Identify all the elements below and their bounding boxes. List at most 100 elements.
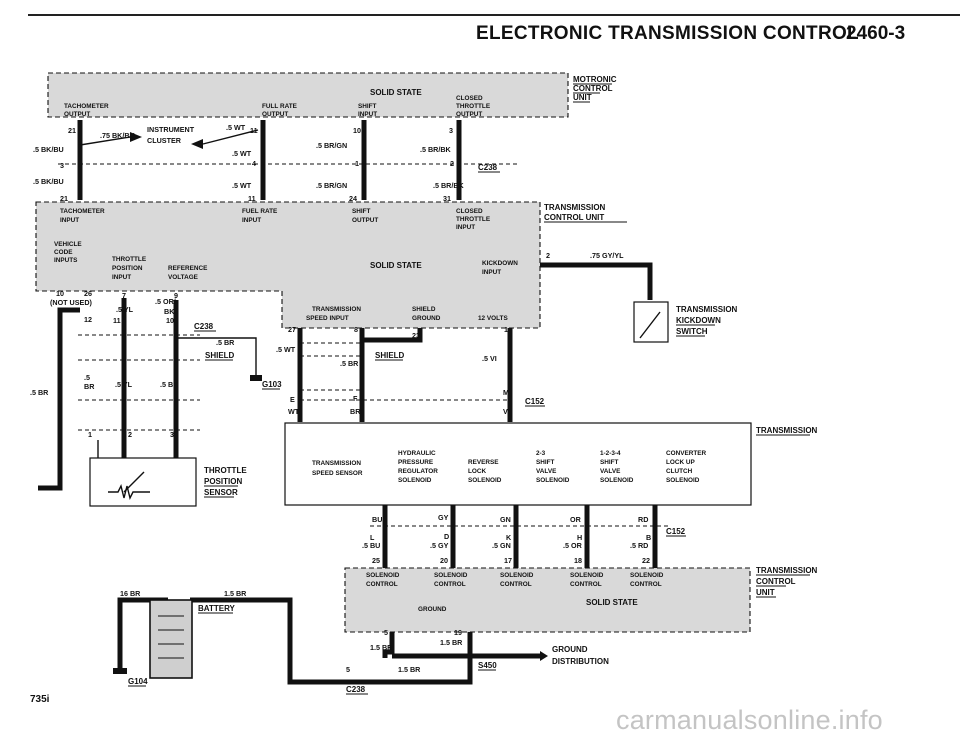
sol-conv-2: LOCK UP bbox=[666, 459, 695, 466]
tps-label-2: POSITION bbox=[204, 477, 242, 486]
scu-ctl-2b: CONTROL bbox=[434, 581, 466, 588]
throttle-sensor-wiring: 7 9 12 11 10 .5 YL .5 OR/ BK C238 .5 BR … bbox=[30, 291, 282, 507]
tcu-shield2: GROUND bbox=[412, 315, 441, 322]
scu-ctl-3b: CONTROL bbox=[500, 581, 532, 588]
wire-br-gn-b: .5 BR/GN bbox=[316, 181, 347, 190]
pin-9: 9 bbox=[174, 291, 178, 300]
pin-24: 24 bbox=[349, 194, 357, 203]
pin-11c: 11 bbox=[113, 316, 121, 325]
wire-gy-yl: .75 GY/YL bbox=[590, 251, 624, 260]
wire-wt-speed: .5 WT bbox=[276, 345, 296, 354]
wire-or5: .5 OR bbox=[563, 541, 583, 550]
wire-br15-c: 1.5 BR bbox=[224, 589, 247, 598]
connector-c238-b: C238 bbox=[194, 322, 214, 331]
pin-21b: 21 bbox=[60, 194, 68, 203]
pin-3c: 3 bbox=[170, 430, 174, 439]
scu-label-1: TRANSMISSION bbox=[756, 566, 818, 575]
motronic-shift2: INPUT bbox=[358, 111, 377, 118]
pin-3b: 3 bbox=[449, 126, 453, 135]
wire-br15-a: 1.5 BR bbox=[440, 638, 463, 647]
wire-vi: .5 VI bbox=[482, 354, 497, 363]
wire-yl-b: .5 YL bbox=[115, 380, 133, 389]
splice-s450: S450 bbox=[478, 661, 497, 670]
pin-3a: 3 bbox=[60, 161, 64, 170]
tcu-tps3: INPUT bbox=[112, 274, 131, 281]
motronic-throttle: CLOSED bbox=[456, 95, 483, 102]
sol-23-4: SOLENOID bbox=[536, 477, 570, 484]
ground-dist-1: GROUND bbox=[552, 645, 588, 654]
motronic-fuel: FULL RATE bbox=[262, 103, 298, 110]
motronic-tach: TACHOMETER bbox=[64, 103, 109, 110]
tps-label-1: THROTTLE bbox=[204, 466, 247, 475]
pin-f: F bbox=[353, 394, 358, 403]
transmission-box bbox=[284, 422, 752, 506]
scu-ctl-5b: CONTROL bbox=[630, 581, 662, 588]
wire-br-bk-a: .5 BR/BK bbox=[420, 145, 452, 154]
motronic-fuel2: OUTPUT bbox=[262, 111, 288, 118]
sol-hyd-1: HYDRAULIC bbox=[398, 450, 436, 457]
watermark: carmanualsonline.info bbox=[616, 705, 883, 735]
tcu-tach: TACHOMETER bbox=[60, 208, 105, 215]
cluster-arrow-in bbox=[130, 132, 142, 142]
tcu-tps: THROTTLE bbox=[112, 256, 147, 263]
pin-11b: 11 bbox=[248, 194, 256, 203]
tcu-shift: SHIFT bbox=[352, 208, 371, 215]
wire-gn5: .5 GN bbox=[492, 541, 511, 550]
pin-e: E bbox=[290, 395, 295, 404]
scu-ctl-3a: SOLENOID bbox=[500, 572, 534, 579]
sol-conv-1: CONVERTER bbox=[666, 450, 707, 457]
speed-sensor-wiring: 27 8 23 1 SHIELD .5 WT .5 BR .5 VI E F M… bbox=[276, 325, 545, 422]
scu-state: SOLID STATE bbox=[586, 598, 638, 607]
wire-or: OR bbox=[570, 515, 582, 524]
sol-1234-4: SOLENOID bbox=[600, 477, 634, 484]
tcu-tps2: POSITION bbox=[112, 265, 143, 272]
pin-2a: 2 bbox=[450, 159, 454, 168]
sol-rev-3: SOLENOID bbox=[468, 477, 502, 484]
tcu-state: SOLID STATE bbox=[370, 261, 422, 270]
page-header: ELECTRONIC TRANSMISSION CONTROL 2460-3 bbox=[0, 0, 960, 60]
wire-bu5: .5 BU bbox=[362, 541, 380, 550]
wire-vi-short: VI bbox=[503, 407, 510, 416]
connector-c152-a: C152 bbox=[525, 397, 545, 406]
wire-br-short: BR bbox=[350, 407, 361, 416]
sol-conv-4: SOLENOID bbox=[666, 477, 700, 484]
sol-1234-1: 1-2-3-4 bbox=[600, 450, 621, 457]
motronic-box bbox=[47, 72, 569, 118]
scu-ctl-2a: SOLENOID bbox=[434, 572, 468, 579]
pin-l: L bbox=[370, 533, 375, 542]
tcu-label-2: CONTROL UNIT bbox=[544, 213, 604, 222]
tcu-inputs: INPUTS bbox=[54, 257, 78, 264]
tcu-tach2: INPUT bbox=[60, 217, 79, 224]
scu-label-2: CONTROL bbox=[756, 577, 796, 586]
wire-bk-bu-75: .75 BK/BU bbox=[100, 131, 135, 140]
pin-11a: 11 bbox=[250, 126, 258, 135]
scu-ctl-1a: SOLENOID bbox=[366, 572, 400, 579]
tcu-closed3: INPUT bbox=[456, 224, 475, 231]
tps-label-3: SENSOR bbox=[204, 488, 238, 497]
motronic-throttle2: THROTTLE bbox=[456, 103, 491, 110]
motronic-label-3: UNIT bbox=[573, 93, 592, 102]
motronic-shift: SHIFT bbox=[358, 103, 377, 110]
battery-symbol bbox=[149, 599, 193, 679]
pin-d: D bbox=[444, 532, 449, 541]
header-rule bbox=[28, 14, 960, 16]
sol-23-2: SHIFT bbox=[536, 459, 555, 466]
solenoid-reverse: REVERSE LOCK SOLENOID bbox=[468, 459, 502, 484]
pin-k: K bbox=[506, 533, 512, 542]
solenoid-wiring: BU GY GN OR RD L D K H B C152 .5 BU .5 G… bbox=[362, 505, 686, 568]
pin-20: 20 bbox=[440, 556, 448, 565]
sol-1234-3: VALVE bbox=[600, 468, 621, 475]
transmission-control-unit: TRANSMISSION CONTROL UNIT SOLID STATE TA… bbox=[35, 201, 627, 329]
pin-10c: 10 bbox=[166, 316, 174, 325]
pin-10: 10 bbox=[353, 126, 361, 135]
pin-10b: 10 bbox=[56, 289, 64, 298]
tcu-ref: REFERENCE bbox=[168, 265, 208, 272]
pin-m: M bbox=[503, 388, 509, 397]
wire-bk-5: .5 BK bbox=[160, 380, 179, 389]
pin-25: 25 bbox=[372, 556, 380, 565]
wire-br15-b: 1.5 BR bbox=[370, 643, 393, 652]
speed-sensor-label-1: TRANSMISSION bbox=[312, 460, 361, 467]
solenoid-2-3: 2-3 SHIFT VALVE SOLENOID bbox=[536, 450, 570, 484]
pin-5b: 5 bbox=[346, 665, 350, 674]
scu-ctl-5a: SOLENOID bbox=[630, 572, 664, 579]
